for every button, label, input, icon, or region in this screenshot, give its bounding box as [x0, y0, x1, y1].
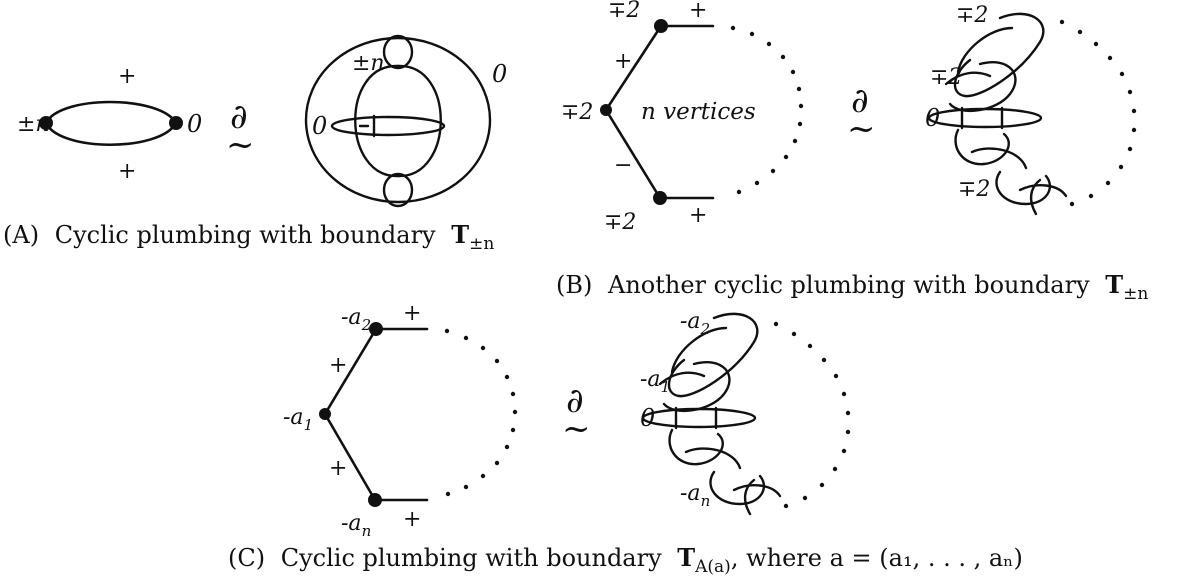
panel-c-left-vertex [319, 408, 331, 420]
panel-c-link-zero-label: 0 [640, 404, 655, 432]
panel-a-caption-sub: ±n [469, 234, 494, 254]
panel-c-bottom-sign: + [403, 507, 421, 532]
panel-c-bottom-weight: -an [341, 511, 371, 540]
panel-c-caption-text: Cyclic plumbing with boundary [281, 544, 662, 572]
panel-c-left-weight: -a1 [283, 405, 313, 434]
panel-a-left-vertex [39, 116, 53, 130]
panel-a-inner-label: ±n [352, 51, 385, 76]
panel-a-caption-text: Cyclic plumbing with boundary [55, 221, 436, 249]
panel-b-bottom-vertex [653, 191, 667, 205]
panel-c-link-mid-label: -a1 [640, 367, 670, 396]
panel-c-tilde-symbol: ~ [562, 409, 591, 449]
panel-b-upper-left-edge [604, 24, 663, 112]
panel-b-caption-math: T [1105, 270, 1123, 299]
panel-a-outer-label: 0 [492, 60, 507, 88]
panel-a: ±n 0 + + ∂ ~ ±n 0 0 (A) Cyclic plumbing … [3, 34, 507, 254]
panel-b-caption-text: Another cyclic plumbing with boundary [607, 271, 1090, 299]
panel-c-caption-tag: (C) [228, 544, 265, 572]
panel-b-kirby-link [927, 12, 1068, 216]
panel-a-partial-symbol: ∂ [230, 97, 248, 137]
panel-c-top-weight: -a2 [341, 305, 371, 334]
panel-c-dotted-arc [444, 328, 518, 497]
panel-b-top-sign: + [689, 0, 707, 23]
panel-c-upper-left-edge [323, 327, 378, 416]
panel-a-bottom-edge [44, 121, 178, 146]
panel-b-left-vertex [600, 104, 612, 116]
panel-c-bottom-vertex [368, 493, 382, 507]
panel-b-link-zero-label: 0 [925, 104, 940, 132]
panel-b-caption-tag: (B) [556, 271, 592, 299]
panel-a-right-vertex [169, 116, 183, 130]
panel-b-caption: (B) Another cyclic plumbing with boundar… [556, 270, 1148, 304]
panel-b-caption-sub: ±n [1123, 284, 1148, 304]
panel-a-right-weight: 0 [187, 110, 202, 138]
panel-a-zero-label: 0 [312, 112, 327, 140]
panel-a-caption: (A) Cyclic plumbing with boundary T±n [3, 220, 494, 254]
panel-b-bottom-weight: ∓2 [604, 210, 636, 235]
panel-b-bottom-sign: + [689, 203, 707, 228]
panel-c-caption-sub: A(a) [694, 557, 731, 577]
panel-b-top-vertex [654, 19, 668, 33]
panel-a-caption-tag: (A) [3, 221, 39, 249]
panel-a-tilde-symbol: ~ [226, 125, 255, 165]
panel-b-dotted-arc [730, 25, 804, 195]
panel-c-partial-symbol: ∂ [566, 381, 584, 421]
panel-c-upper-left-sign: + [329, 353, 347, 378]
panel-b-link-dotted-arc [1059, 19, 1137, 207]
panel-b-lower-left-sign: − [614, 153, 632, 178]
panel-c-top-vertex [369, 322, 383, 336]
panel-c-link-bottom-label: -an [680, 481, 710, 510]
panel-b-link-mid-label: ∓2 [930, 65, 962, 90]
panel-c-link-top-label: -a2 [680, 309, 710, 338]
panel-c-top-sign: + [403, 301, 421, 326]
panel-b: ∓2 ∓2 ∓2 + + − + n vertices ∂ ~ [556, 0, 1148, 304]
panel-b-left-weight: ∓2 [561, 100, 593, 125]
panel-a-bottom-sign: + [118, 159, 136, 184]
panel-b-link-bottom-label: ∓2 [958, 177, 990, 202]
panel-a-caption-math: T [451, 220, 469, 249]
panel-b-upper-left-sign: + [614, 49, 632, 74]
panel-c-caption-math: T [677, 543, 695, 572]
panel-c-caption: (C) Cyclic plumbing with boundary TA(a),… [228, 543, 1023, 577]
panel-a-top-edge [44, 100, 178, 125]
panel-b-tilde-symbol: ~ [847, 109, 876, 149]
panel-b-top-weight: ∓2 [608, 0, 640, 23]
panel-c: -a2 -a1 -an + + + + ∂ ~ [228, 301, 1023, 577]
panel-b-partial-symbol: ∂ [851, 81, 869, 121]
panel-c-kirby-link [641, 312, 782, 516]
panel-b-center-text: n vertices [641, 99, 756, 125]
panel-c-lower-left-edge [323, 412, 377, 502]
panel-a-kirby-link [304, 34, 492, 208]
panel-a-left-weight: ±n [17, 112, 50, 137]
panel-c-link-dotted-arc [773, 321, 851, 509]
panel-c-caption-rest: , where a = (a₁, . . . , aₙ) [731, 544, 1023, 572]
panel-a-top-sign: + [118, 64, 136, 89]
panel-b-link-top-label: ∓2 [956, 3, 988, 28]
panel-b-lower-left-edge [604, 108, 662, 200]
panel-c-lower-left-sign: + [329, 456, 347, 481]
